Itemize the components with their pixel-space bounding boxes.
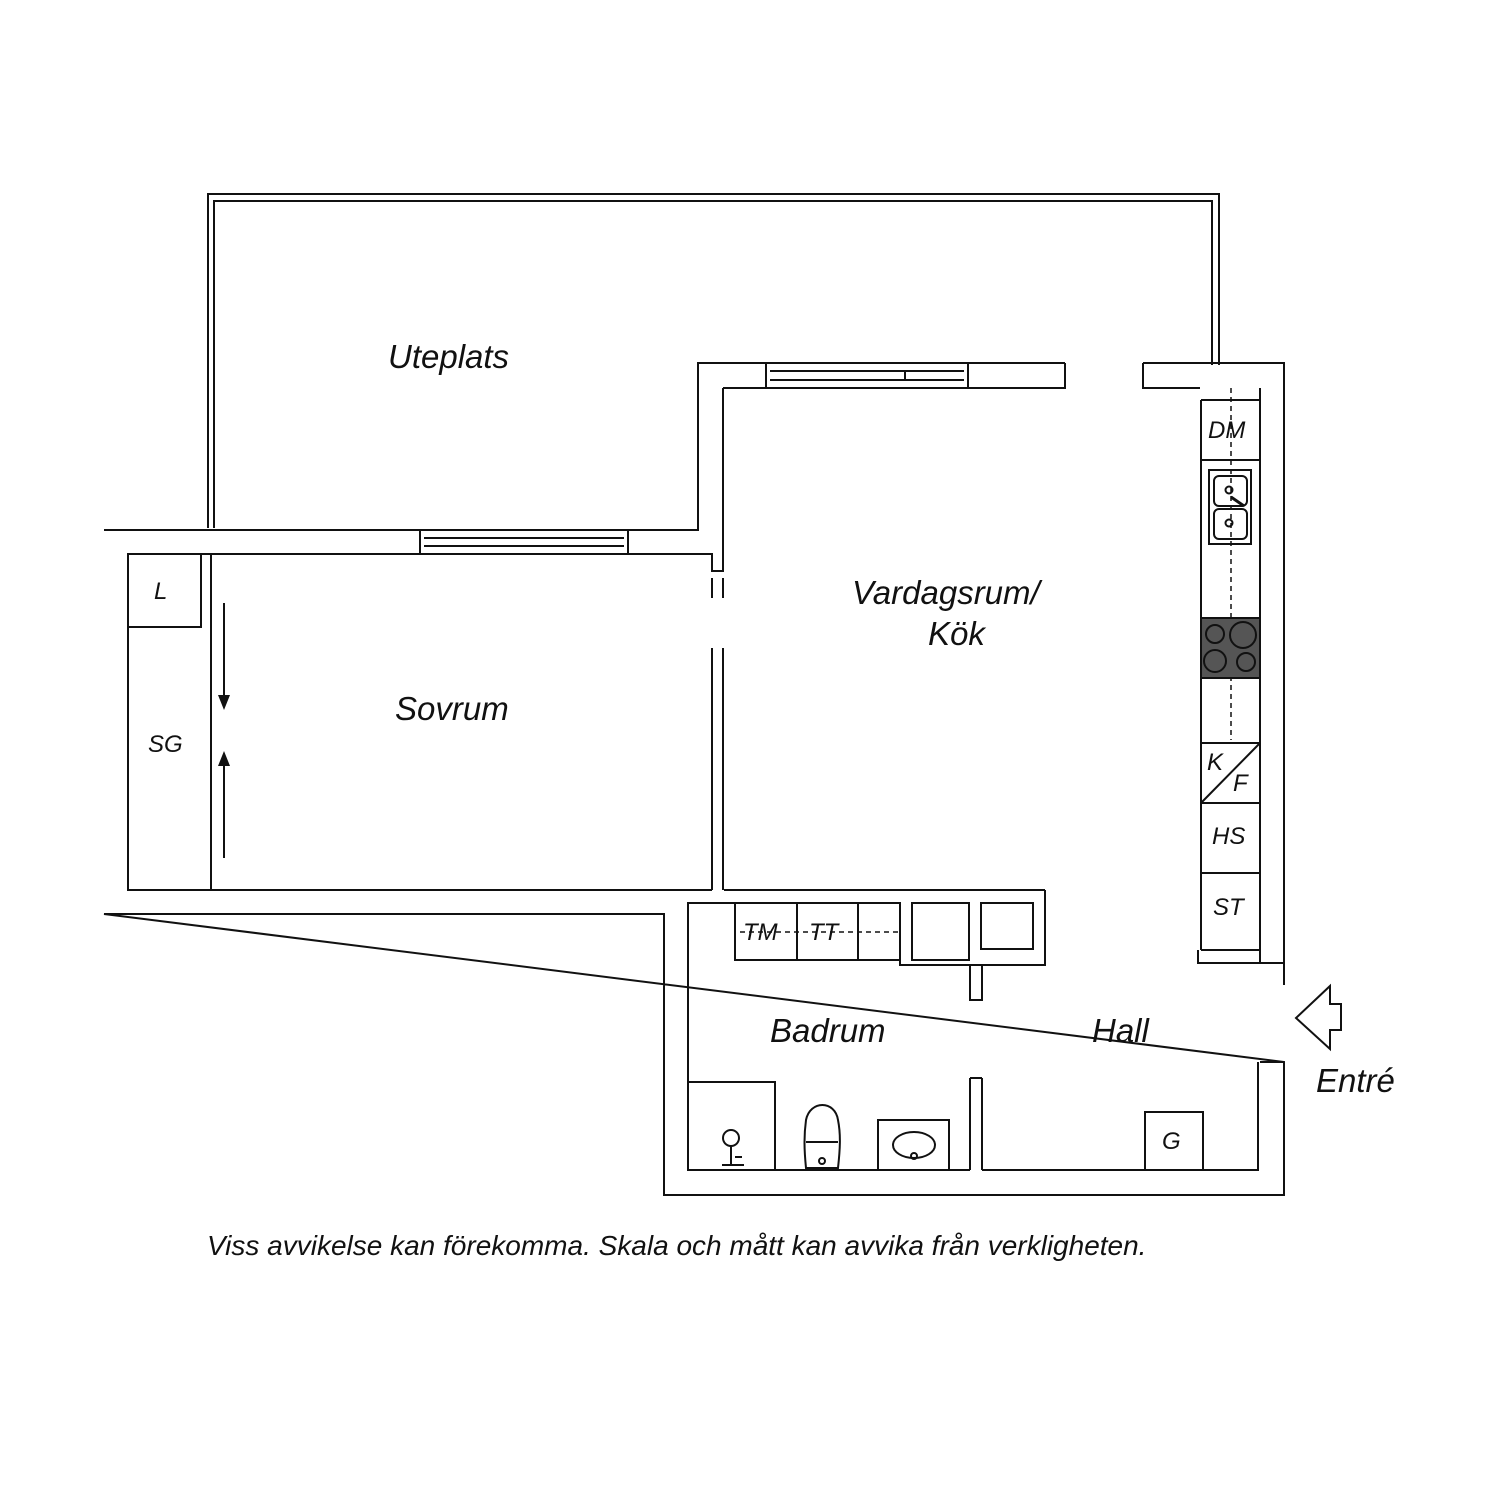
bath-hall-wall <box>969 965 983 1170</box>
bedroom-window <box>419 529 629 555</box>
room-label-bathroom: Badrum <box>770 1012 886 1049</box>
wardrobe <box>128 554 212 890</box>
washbasin <box>877 1119 950 1171</box>
stove-burner <box>1229 621 1257 649</box>
kitchen-end-wall <box>1197 950 1260 964</box>
room-label-hall: Hall <box>1092 1012 1151 1049</box>
room-label-patio: Uteplats <box>388 338 509 375</box>
room-label-living: Vardagsrum/ <box>852 574 1043 611</box>
bedroom-wall <box>711 578 724 890</box>
bath-top-wall <box>688 890 1046 966</box>
bath-cabinet-2 <box>980 902 1034 950</box>
exterior-wall-outer <box>103 362 1285 1196</box>
exterior-wall-inner-left <box>128 388 724 572</box>
fixture-label-linen: L <box>154 578 167 605</box>
fixture-label-freezer: F <box>1233 770 1249 797</box>
hall-wardrobe <box>1144 1111 1204 1171</box>
stove-burner <box>1203 649 1227 673</box>
stove <box>1200 617 1261 679</box>
room-label-bedroom: Sovrum <box>395 690 509 727</box>
fixture-label-washing-machine: TM <box>743 919 778 946</box>
fixture-label-fridge: K <box>1207 749 1224 776</box>
stove-burner <box>1236 652 1256 672</box>
entrance-arrow <box>1294 983 1342 1052</box>
entrance-label: Entré <box>1316 1062 1395 1099</box>
patio-outline-inner <box>213 200 1213 528</box>
fixture-label-tall-cabinet: HS <box>1212 823 1245 850</box>
room-label-kitchen: Kök <box>928 615 986 652</box>
shower-head <box>722 1129 740 1147</box>
disclaimer: Viss avvikelse kan förekomma. Skala och … <box>207 1230 1146 1261</box>
fixture-label-hall-wardrobe: G <box>1162 1128 1181 1155</box>
stove-burner <box>1205 624 1225 644</box>
living-window <box>765 362 969 389</box>
patio-outline <box>207 193 1220 528</box>
fixture-label-broom-closet: ST <box>1213 894 1246 921</box>
fixture-label-dishwasher: DM <box>1208 417 1245 444</box>
fixture-label-wardrobe: SG <box>148 731 183 758</box>
sink <box>1208 469 1252 545</box>
fixture-label-dryer: TT <box>809 919 841 946</box>
bath-cabinet <box>911 902 970 961</box>
shower-area <box>687 1081 776 1171</box>
toilet <box>803 1104 841 1169</box>
